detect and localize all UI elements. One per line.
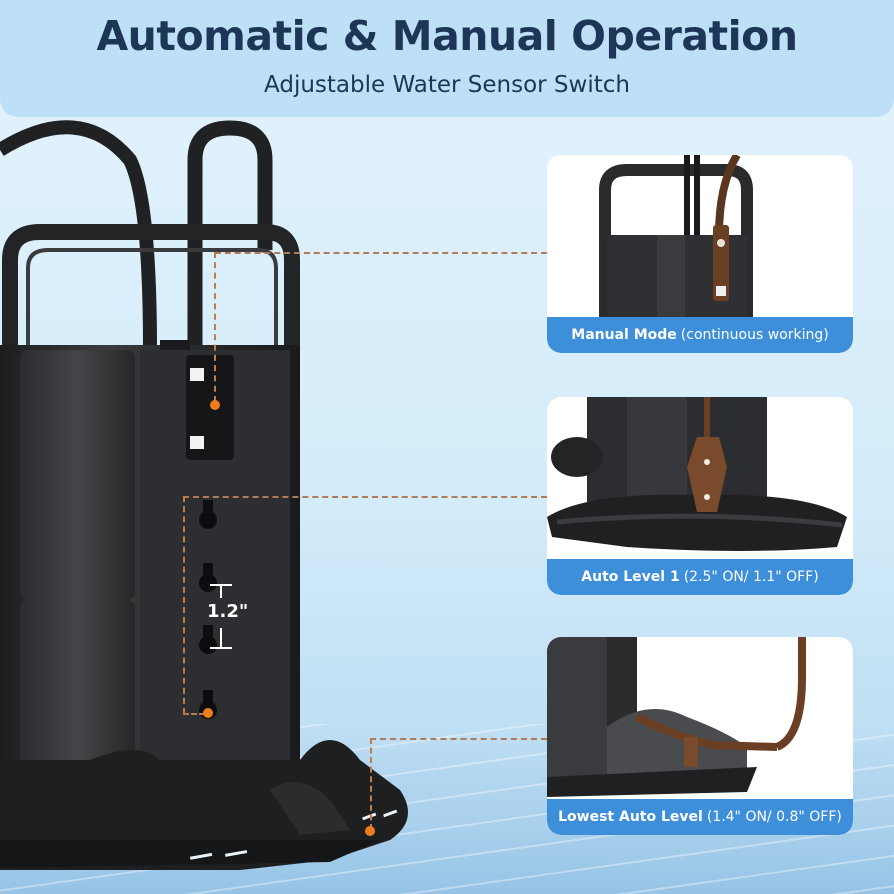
callout-mode-auto-level-1: Auto Level 1 (581, 569, 680, 585)
callout-label-manual: Manual Mode (continuous working) (547, 317, 853, 353)
callout-detail-auto-level-1: (2.5" ON/ 1.1" OFF) (683, 569, 819, 585)
measure-line-upper (220, 584, 222, 598)
connector-line-lowest (370, 738, 547, 740)
marker-dot-lowest (365, 826, 375, 836)
callout-label-lowest-auto-level: Lowest Auto Level (1.4" ON/ 0.8" OFF) (547, 799, 853, 835)
measure-tick-bottom (210, 647, 232, 649)
connector-line-auto1-vertical (183, 496, 185, 714)
connector-line-auto1 (183, 496, 547, 498)
callout-mode-manual: Manual Mode (571, 327, 677, 343)
page-title: Automatic & Manual Operation (96, 12, 798, 60)
callout-card-lowest-auto-level: Lowest Auto Level (1.4" ON/ 0.8" OFF) (547, 637, 853, 835)
lowest-auto-level-photo (547, 637, 806, 797)
auto-level-1-photo (547, 397, 847, 551)
measure-line-lower (220, 628, 222, 648)
page-subtitle: Adjustable Water Sensor Switch (264, 72, 630, 98)
connector-line-lowest-vertical (370, 738, 372, 830)
callout-label-auto-level-1: Auto Level 1 (2.5" ON/ 1.1" OFF) (547, 559, 853, 595)
connector-line-manual (215, 252, 547, 254)
callout-card-manual: Manual Mode (continuous working) (547, 155, 853, 353)
measurement-label: 1.2" (207, 601, 249, 622)
callout-detail-manual: (continuous working) (680, 327, 829, 343)
marker-dot-manual (210, 400, 220, 410)
callout-detail-lowest-auto-level: (1.4" ON/ 0.8" OFF) (706, 809, 842, 825)
header-banner: Automatic & Manual Operation Adjustable … (0, 0, 894, 117)
connector-line-manual-vertical (214, 252, 216, 402)
marker-dot-auto1 (203, 708, 213, 718)
sump-pump-image (0, 120, 408, 870)
callout-card-auto-level-1: Auto Level 1 (2.5" ON/ 1.1" OFF) (547, 397, 853, 595)
callout-mode-lowest-auto-level: Lowest Auto Level (558, 809, 703, 825)
connector-line-auto1-foot (183, 713, 205, 715)
